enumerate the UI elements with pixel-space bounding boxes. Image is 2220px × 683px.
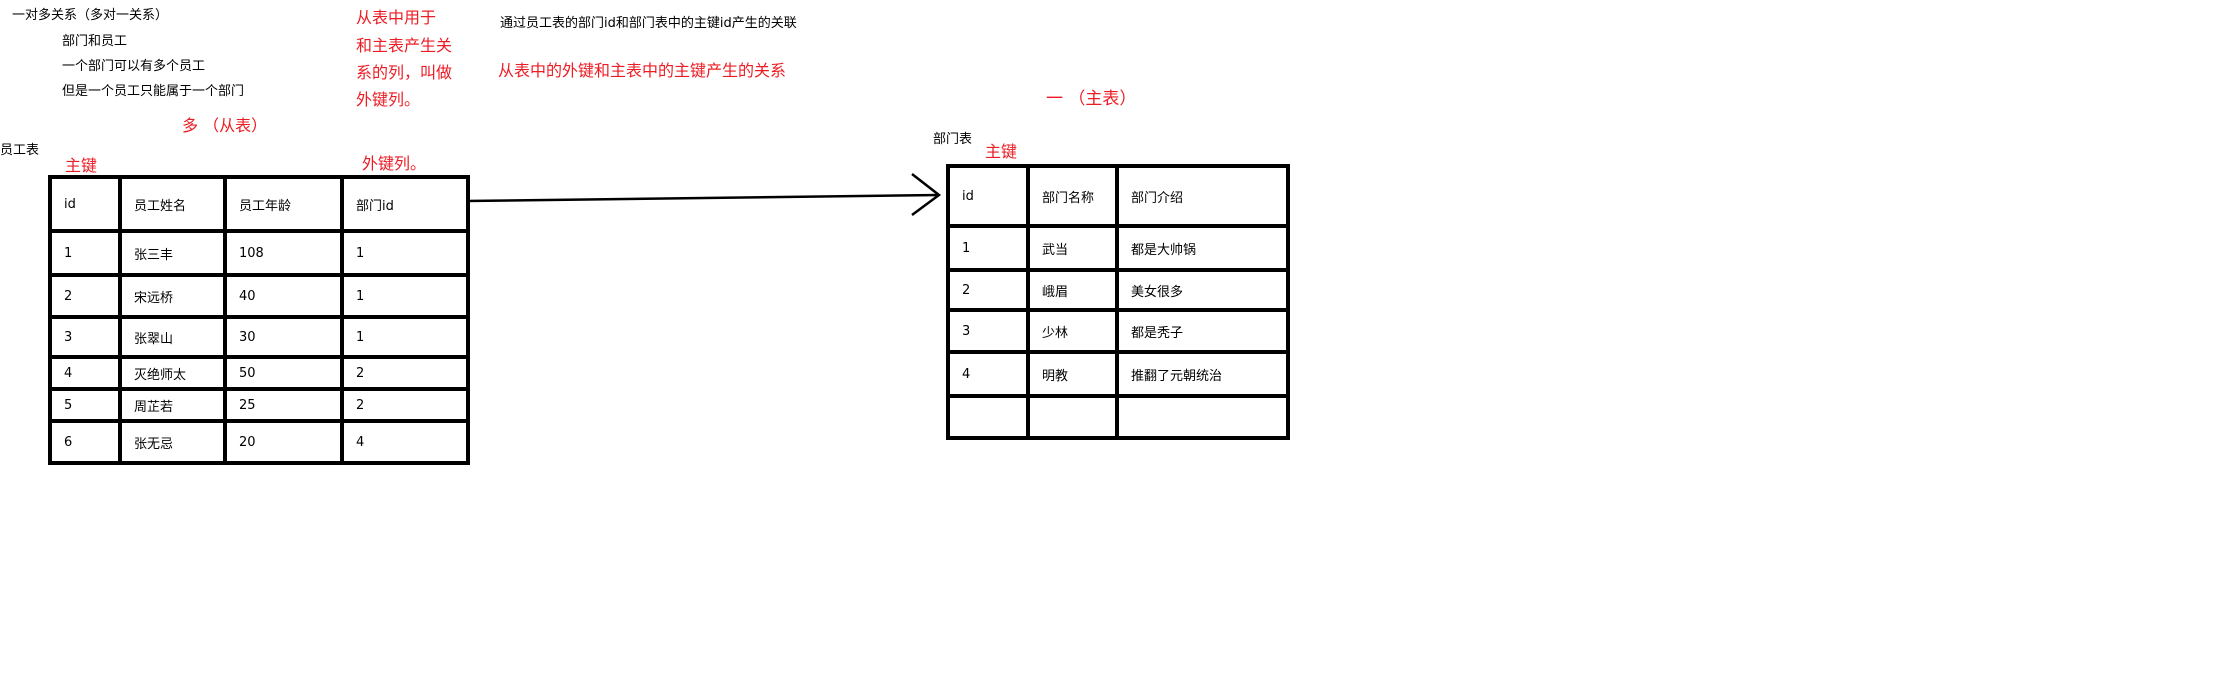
- table-row: 4 灭绝师太 50 2: [48, 355, 470, 391]
- emp-cell-dept-id: 1: [340, 273, 470, 319]
- fk-desc-line-3: 系的列，叫做: [356, 63, 453, 82]
- table-row: [946, 394, 1290, 440]
- emp-cell-dept-id: 2: [340, 355, 470, 391]
- dept-cell-name: 明教: [1026, 350, 1119, 398]
- emp-cell-dept-id: 2: [340, 387, 470, 423]
- dept-header-id: id: [946, 164, 1030, 228]
- emp-table-name: 员工表: [0, 143, 40, 158]
- emp-header-age: 员工年龄: [223, 175, 344, 233]
- emp-header-id: id: [48, 175, 122, 233]
- fk-desc-line-4: 外键列。: [356, 90, 421, 109]
- dept-cell-desc: 美女很多: [1115, 268, 1290, 312]
- emp-cell-name: 宋远桥: [118, 273, 227, 319]
- emp-cell-name: 张三丰: [118, 229, 227, 277]
- emp-header-dept-id: 部门id: [340, 175, 470, 233]
- emp-cell-id: 3: [48, 315, 122, 359]
- emp-cell-age: 108: [223, 229, 344, 277]
- dept-table-name: 部门表: [933, 132, 973, 147]
- table-row: 3 少林 都是秃子: [946, 308, 1290, 354]
- notes-line-1: 部门和员工: [62, 34, 128, 49]
- emp-cell-name: 张翠山: [118, 315, 227, 359]
- table-row: 3 张翠山 30 1: [48, 315, 470, 359]
- dept-cell-name: [1026, 394, 1119, 440]
- fk-desc-line-2: 和主表产生关: [356, 36, 453, 55]
- emp-cell-age: 40: [223, 273, 344, 319]
- dept-cell-name: 峨眉: [1026, 268, 1119, 312]
- employee-table: id 员工姓名 员工年龄 部门id 1 张三丰 108 1 2 宋远桥 40 1…: [48, 175, 470, 465]
- emp-cell-age: 50: [223, 355, 344, 391]
- dept-cell-id: 3: [946, 308, 1030, 354]
- dept-header-desc: 部门介绍: [1115, 164, 1290, 228]
- emp-cell-id: 1: [48, 229, 122, 277]
- emp-cell-age: 25: [223, 387, 344, 423]
- emp-cell-age: 30: [223, 315, 344, 359]
- dept-cell-desc: 推翻了元朝统治: [1115, 350, 1290, 398]
- relation-text-red: 从表中的外键和主表中的主键产生的关系: [498, 61, 787, 80]
- emp-cell-id: 6: [48, 419, 122, 465]
- notes-title: 一对多关系（多对一关系）: [12, 8, 169, 23]
- emp-cell-id: 4: [48, 355, 122, 391]
- emp-cell-id: 5: [48, 387, 122, 423]
- department-table: id 部门名称 部门介绍 1 武当 都是大帅锅 2 峨眉 美女很多 3 少林 都…: [946, 164, 1290, 440]
- table-row: 4 明教 推翻了元朝统治: [946, 350, 1290, 398]
- many-slave-label: 多 （从表）: [182, 116, 268, 135]
- emp-cell-name: 周芷若: [118, 387, 227, 423]
- table-row: 1 武当 都是大帅锅: [946, 224, 1290, 272]
- emp-primary-key-label: 主键: [65, 156, 98, 175]
- emp-cell-id: 2: [48, 273, 122, 319]
- emp-cell-age: 20: [223, 419, 344, 465]
- table-row: 5 周芷若 25 2: [48, 387, 470, 423]
- emp-cell-dept-id: 1: [340, 315, 470, 359]
- dept-cell-id: 2: [946, 268, 1030, 312]
- dept-cell-name: 武当: [1026, 224, 1119, 272]
- foreign-key-col-label: 外键列。: [362, 154, 427, 173]
- notes-line-3: 但是一个员工只能属于一个部门: [62, 84, 245, 99]
- dept-cell-desc: 都是秃子: [1115, 308, 1290, 354]
- table-row: 2 宋远桥 40 1: [48, 273, 470, 319]
- dept-primary-key-label: 主键: [985, 142, 1018, 161]
- department-header-row: id 部门名称 部门介绍: [946, 164, 1290, 228]
- emp-cell-dept-id: 1: [340, 229, 470, 277]
- dept-cell-id: [946, 394, 1030, 440]
- dept-cell-name: 少林: [1026, 308, 1119, 354]
- dept-cell-desc: [1115, 394, 1290, 440]
- fk-desc-line-1: 从表中用于: [356, 8, 437, 27]
- one-master-label: 一 （主表）: [1046, 89, 1137, 109]
- table-row: 2 峨眉 美女很多: [946, 268, 1290, 312]
- employee-header-row: id 员工姓名 员工年龄 部门id: [48, 175, 470, 233]
- dept-cell-id: 1: [946, 224, 1030, 272]
- dept-cell-desc: 都是大帅锅: [1115, 224, 1290, 272]
- table-row: 1 张三丰 108 1: [48, 229, 470, 277]
- dept-header-name: 部门名称: [1026, 164, 1119, 228]
- table-row: 6 张无忌 20 4: [48, 419, 470, 465]
- arrow-head-icon: [911, 173, 942, 217]
- emp-cell-name: 张无忌: [118, 419, 227, 465]
- emp-header-name: 员工姓名: [118, 175, 227, 233]
- emp-cell-dept-id: 4: [340, 419, 470, 465]
- notes-line-2: 一个部门可以有多个员工: [62, 59, 206, 74]
- emp-cell-name: 灭绝师太: [118, 355, 227, 391]
- dept-cell-id: 4: [946, 350, 1030, 398]
- relation-text-black: 通过员工表的部门id和部门表中的主键id产生的关联: [500, 16, 797, 31]
- arrow-line: [465, 193, 940, 203]
